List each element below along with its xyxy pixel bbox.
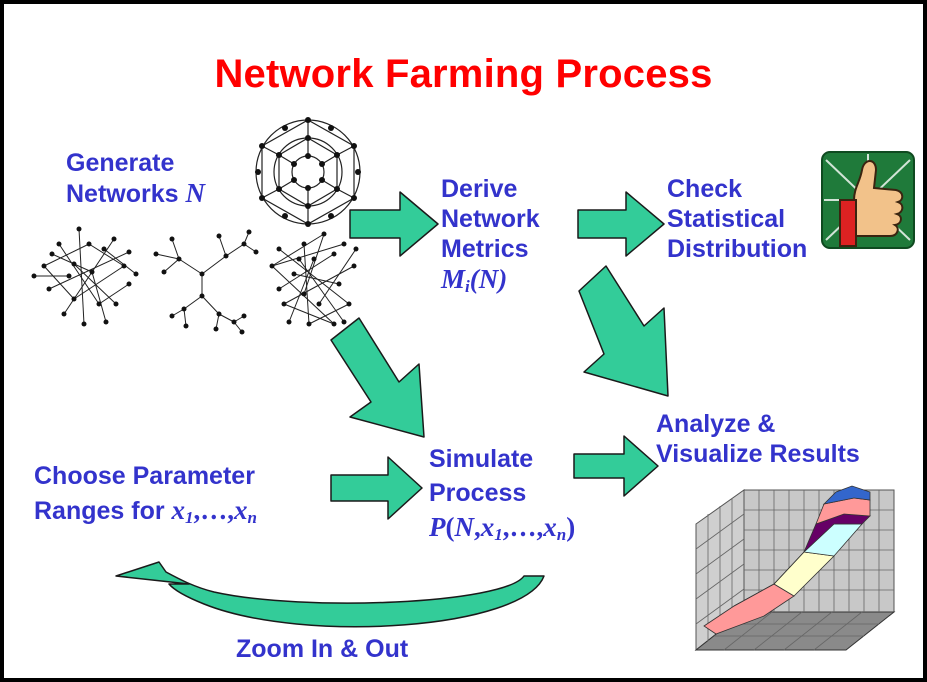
derive-metrics-label: Derive Network Metrics Mi(N) <box>441 174 540 302</box>
f-p: P <box>429 512 446 542</box>
arrow-choose-to-simulate <box>330 456 423 520</box>
arrow-zoom-loop <box>115 561 545 628</box>
choose-xn-sub: n <box>247 508 258 527</box>
random-network-icon <box>31 226 139 327</box>
check-line2: Statistical <box>667 205 786 233</box>
arrows-layer <box>115 191 669 628</box>
page-title: Network Farming Process <box>214 52 713 96</box>
choose-parameters-label: Choose Parameter Ranges for x1,…,xn <box>34 459 257 535</box>
formula-sub-i: i <box>465 277 470 296</box>
choose-xn: x <box>234 495 248 525</box>
simulate-line2: Process <box>429 479 527 507</box>
derive-line2: Network <box>441 205 540 233</box>
check-line1: Check <box>667 175 743 203</box>
arrow-generate-to-simulate <box>330 317 425 438</box>
simulate-formula: P(N,x1,…,xn) <box>429 510 575 552</box>
formula-arg: (N) <box>469 264 508 294</box>
f-close: ) <box>566 512 576 542</box>
check-distribution-label: Check Statistical Distribution <box>667 174 807 264</box>
3d-surface-plot-icon <box>694 485 896 652</box>
arrow-derive-to-check <box>577 191 665 257</box>
f-x1-sub: 1 <box>494 525 503 544</box>
dense-network-icon <box>269 231 359 327</box>
thumbs-up-icon <box>821 151 915 249</box>
generate-line2: Networks <box>66 180 179 208</box>
f-dots: ,…, <box>502 512 544 542</box>
choose-line1: Choose Parameter <box>34 462 255 490</box>
f-c1: , <box>474 512 481 542</box>
derive-formula: Mi(N) <box>441 264 540 302</box>
arrow-simulate-to-analyze <box>573 435 659 497</box>
tree-network-icon <box>153 229 259 335</box>
analyze-results-label: Analyze & Visualize Results <box>656 409 860 469</box>
zoom-label: Zoom In & Out <box>236 635 409 663</box>
choose-ellipsis: ,…, <box>193 495 235 525</box>
check-line3: Distribution <box>667 235 808 263</box>
formula-m: M <box>441 264 466 294</box>
analyze-line2: Visualize Results <box>656 440 860 468</box>
f-xn: x <box>543 512 557 542</box>
generate-line1: Generate <box>66 149 175 177</box>
choose-line2: Ranges for <box>34 497 165 525</box>
f-open: ( <box>445 512 455 542</box>
f-x1: x <box>480 512 495 542</box>
choose-x1-sub: 1 <box>185 508 194 527</box>
choose-x1: x <box>171 495 186 525</box>
choose-formula: x1,…,xn <box>171 495 258 527</box>
derive-line3: Metrics <box>441 235 529 263</box>
buckyball-network-icon <box>255 117 361 227</box>
arrow-generate-to-derive <box>349 191 439 257</box>
f-n: N <box>454 512 475 542</box>
f-xn-sub: n <box>556 525 567 544</box>
simulate-line1: Simulate <box>429 445 534 473</box>
arrow-derive-to-analyze <box>578 265 669 397</box>
analyze-line1: Analyze & <box>656 410 776 438</box>
simulate-process-label: Simulate Process P(N,x1,…,xn) <box>429 442 575 552</box>
generate-networks-label: Generate Networks N <box>66 148 205 209</box>
generate-var-n: N <box>185 178 206 208</box>
derive-line1: Derive <box>441 175 518 203</box>
